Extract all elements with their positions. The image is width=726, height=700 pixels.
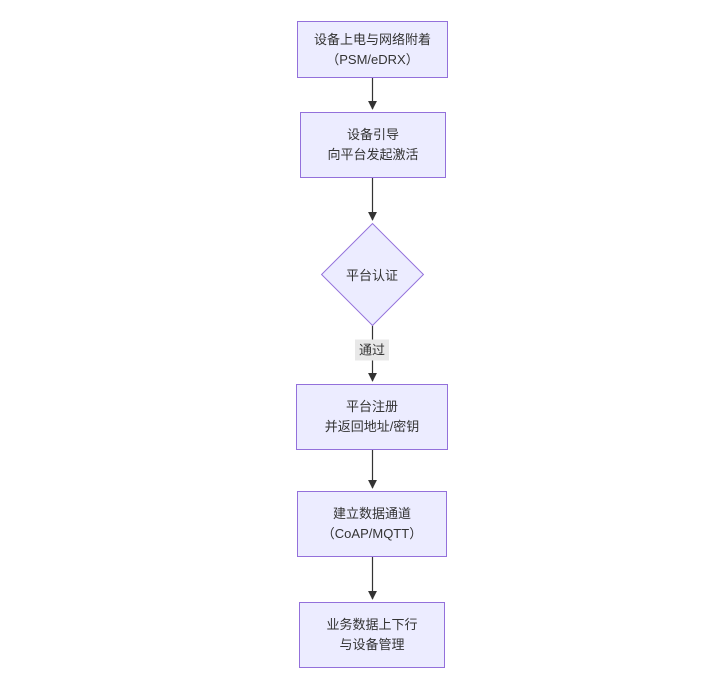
node-label-line: 向平台发起激活 xyxy=(327,147,419,162)
node-label-line: 与设备管理 xyxy=(339,637,405,652)
edge-label-pass: 通过 xyxy=(354,339,390,361)
node-label-line: 建立数据通道 xyxy=(332,506,411,521)
node-data-channel: 建立数据通道 （CoAP/MQTT） xyxy=(297,491,447,557)
decision-label: 平台认证 xyxy=(345,267,398,283)
decision-platform-auth: 平台认证 xyxy=(320,222,425,327)
node-platform-register: 平台注册 并返回地址/密钥 xyxy=(296,384,448,450)
node-device-power-attach: 设备上电与网络附着 （PSM/eDRX） xyxy=(297,21,448,78)
node-label-line: 业务数据上下行 xyxy=(326,617,418,632)
node-label-line: 平台注册 xyxy=(345,399,398,414)
node-device-bootstrap: 设备引导 向平台发起激活 xyxy=(300,112,446,178)
node-label-line: 设备上电与网络附着 xyxy=(313,31,431,47)
node-label-line: 并返回地址/密钥 xyxy=(324,419,420,434)
node-label-line: （CoAP/MQTT） xyxy=(321,526,423,541)
node-business-data: 业务数据上下行 与设备管理 xyxy=(299,602,445,668)
node-label-line: 设备引导 xyxy=(346,127,399,142)
node-label-line: （PSM/eDRX） xyxy=(326,51,419,67)
